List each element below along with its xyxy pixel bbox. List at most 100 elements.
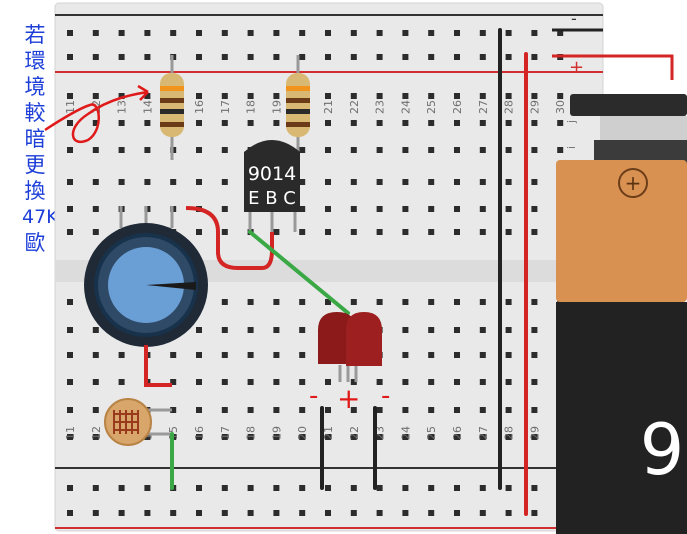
breadboard-hole — [531, 179, 538, 185]
breadboard-hole — [170, 352, 177, 358]
column-number: 22 — [348, 426, 361, 440]
breadboard-hole — [505, 352, 512, 358]
breadboard-hole — [273, 54, 280, 60]
breadboard-hole — [299, 30, 306, 36]
breadboard-hole — [247, 93, 254, 99]
breadboard-hole — [454, 510, 460, 516]
breadboard-hole — [92, 485, 99, 491]
breadboard-hole — [479, 93, 486, 99]
breadboard-hole — [479, 229, 486, 235]
breadboard-hole — [402, 206, 409, 212]
breadboard-hole — [118, 147, 125, 153]
breadboard-hole — [350, 510, 357, 516]
breadboard-hole — [67, 352, 73, 358]
breadboard-hole — [247, 120, 254, 126]
resistor — [286, 55, 310, 160]
breadboard-hole — [428, 434, 435, 440]
annotation-char: 較 — [24, 101, 46, 125]
breadboard-hole — [221, 179, 228, 185]
breadboard-hole — [376, 179, 383, 185]
potentiometer — [84, 206, 208, 347]
breadboard-hole — [531, 434, 538, 440]
battery-snap — [600, 116, 687, 142]
breadboard-hole — [505, 54, 512, 60]
breadboard-hole — [505, 327, 512, 333]
column-number: 18 — [245, 426, 258, 440]
breadboard-hole — [505, 30, 512, 36]
breadboard-hole — [325, 93, 331, 99]
breadboard-hole — [299, 327, 306, 333]
breadboard-hole — [170, 379, 177, 385]
breadboard-hole — [118, 30, 125, 36]
breadboard-hole — [505, 120, 512, 126]
breadboard-hole — [454, 30, 460, 36]
breadboard-hole — [92, 352, 99, 358]
column-number: 26 — [451, 100, 464, 114]
breadboard-hole — [479, 327, 486, 333]
breadboard-hole — [454, 407, 460, 413]
breadboard-hole — [376, 510, 383, 516]
column-number: 17 — [219, 100, 232, 114]
breadboard-hole — [402, 147, 409, 153]
breadboard-hole — [196, 379, 202, 385]
column-number: 24 — [399, 100, 412, 114]
led-polarity-left: - — [309, 381, 318, 411]
breadboard-hole — [247, 352, 254, 358]
breadboard-hole — [247, 54, 254, 60]
breadboard-hole — [221, 352, 228, 358]
breadboard-hole — [196, 485, 202, 491]
breadboard-hole — [299, 299, 306, 305]
breadboard-hole — [376, 485, 383, 491]
breadboard-hole — [196, 327, 202, 333]
breadboard-hole — [376, 299, 383, 305]
breadboard-hole — [273, 299, 280, 305]
breadboard-hole — [118, 179, 125, 185]
breadboard-hole — [402, 179, 409, 185]
breadboard-hole — [67, 327, 73, 333]
breadboard-hole — [221, 147, 228, 153]
breadboard-hole — [531, 147, 538, 153]
column-number: 19 — [270, 100, 283, 114]
breadboard-hole — [92, 30, 99, 36]
breadboard-hole — [479, 299, 486, 305]
breadboard-hole — [118, 93, 125, 99]
led-pair — [318, 312, 382, 382]
column-number: 26 — [451, 426, 464, 440]
breadboard-hole — [92, 93, 99, 99]
breadboard-hole — [531, 54, 538, 60]
breadboard-hole — [454, 179, 460, 185]
breadboard-hole — [402, 434, 409, 440]
breadboard-hole — [402, 485, 409, 491]
breadboard-hole — [196, 93, 202, 99]
breadboard-hole — [428, 120, 435, 126]
annotation-arrow — [44, 90, 149, 143]
breadboard-hole — [273, 510, 280, 516]
column-number: 19 — [270, 426, 283, 440]
breadboard-hole — [67, 206, 73, 212]
breadboard-hole — [402, 352, 409, 358]
battery-plus-icon — [618, 168, 648, 198]
breadboard-hole — [247, 485, 254, 491]
breadboard-hole — [144, 179, 151, 185]
breadboard-hole — [505, 485, 512, 491]
column-number: 21 — [322, 426, 335, 440]
column-number: 21 — [322, 100, 335, 114]
column-number: 30 — [554, 100, 567, 114]
breadboard-hole — [428, 54, 435, 60]
breadboard-hole — [325, 147, 331, 153]
breadboard-hole — [350, 120, 357, 126]
breadboard-hole — [325, 510, 331, 516]
breadboard-hole — [221, 485, 228, 491]
breadboard-hole — [350, 299, 357, 305]
breadboard-hole — [92, 179, 99, 185]
battery-copper-top — [556, 160, 687, 302]
breadboard-hole — [144, 93, 151, 99]
red-jumper-wire — [185, 206, 274, 270]
breadboard-hole — [273, 434, 280, 440]
column-number: 22 — [348, 100, 361, 114]
annotation-char: 若 — [24, 23, 46, 47]
breadboard-hole — [557, 30, 564, 36]
breadboard-hole — [221, 30, 228, 36]
column-number: 20 — [296, 426, 309, 440]
